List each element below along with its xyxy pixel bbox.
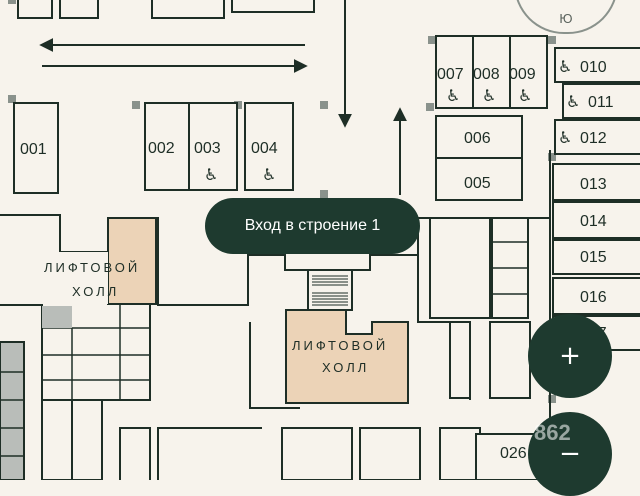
space-012: 012 (580, 130, 607, 147)
svg-text:ЛИФТОВОЙ: ЛИФТОВОЙ (44, 260, 140, 275)
svg-text:ХОЛЛ: ХОЛЛ (72, 284, 119, 299)
space-007: 007 (437, 66, 464, 83)
space-002: 002 (148, 140, 175, 157)
space-026: 026 (500, 445, 527, 462)
wheelchair-icon: ♿ (518, 86, 532, 105)
space-003: 003 (194, 140, 221, 157)
space-008: 008 (473, 66, 500, 83)
space-011: 011 (588, 94, 614, 111)
stalls-row-left (13, 102, 294, 194)
top-stalls (8, 0, 315, 19)
lift-hall-left: ЛИФТОВОЙ ХОЛЛ (0, 217, 157, 305)
space-014: 014 (580, 213, 607, 230)
stalls-row-right (435, 35, 548, 201)
wheelchair-icons: ♿ ♿ ♿ ♿ ♿ ♿ ♿ ♿ (204, 57, 580, 184)
space-005: 005 (464, 175, 491, 192)
entrance-label[interactable]: Вход в строение 1 (205, 198, 420, 254)
space-009: 009 (509, 66, 536, 83)
space-004: 004 (251, 140, 278, 157)
wheelchair-icon: ♿ (566, 92, 580, 111)
building-walls (0, 150, 551, 480)
svg-text:ХОЛЛ: ХОЛЛ (322, 360, 369, 375)
wheelchair-icon: ♿ (446, 86, 460, 105)
space-006: 006 (464, 130, 491, 147)
space-001: 001 (20, 141, 47, 158)
wheelchair-icon: ♿ (204, 165, 218, 184)
watermark: 862 (534, 420, 571, 445)
svg-text:ЛИФТОВОЙ: ЛИФТОВОЙ (292, 338, 388, 353)
wheelchair-icon: ♿ (482, 86, 496, 105)
stairs (307, 269, 353, 311)
space-010: 010 (580, 59, 607, 76)
space-013: 013 (580, 176, 607, 193)
wheelchair-icon: ♿ (558, 128, 572, 147)
compass-south-label: Ю (559, 11, 573, 26)
lift-hall-center: ЛИФТОВОЙ ХОЛЛ (285, 309, 409, 404)
wheelchair-icon: ♿ (262, 165, 276, 184)
wheelchair-icon: ♿ (558, 57, 572, 76)
zoom-in-button[interactable]: + (528, 314, 612, 398)
space-016: 016 (580, 289, 607, 306)
parking-floor-plan[interactable]: ЛИФТОВОЙ ХОЛЛ ЛИФТОВОЙ ХОЛЛ 001 002 003 … (0, 0, 640, 480)
stalls-right-column (552, 47, 640, 351)
traffic-arrows (39, 0, 407, 195)
space-015: 015 (580, 249, 607, 266)
